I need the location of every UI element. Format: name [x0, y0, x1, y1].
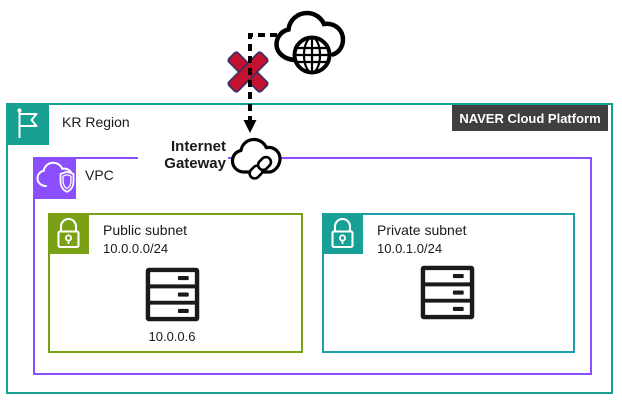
- padlock-icon: [331, 218, 354, 249]
- internet-icon: [274, 10, 346, 75]
- region-flag-tile: [6, 103, 49, 145]
- globe-icon: [292, 35, 332, 75]
- link-icon: [248, 155, 273, 180]
- region-label: KR Region: [62, 114, 130, 130]
- server-rack-icon: [145, 267, 200, 322]
- vpc-label: VPC: [85, 167, 114, 183]
- internet-gateway-icon: [230, 137, 282, 180]
- flag-icon: [17, 108, 38, 138]
- red-x-icon: [227, 51, 269, 93]
- region-container: [6, 103, 613, 394]
- subnet-cidr: 10.0.0.0/24: [103, 241, 169, 256]
- platform-badge: NAVER Cloud Platform: [452, 105, 608, 131]
- public-subnet-tile: [48, 213, 89, 254]
- cloud-shield-icon: [36, 161, 75, 193]
- padlock-icon: [57, 218, 80, 249]
- internet-gateway-label: Internet Gateway: [138, 137, 228, 174]
- subnet-title: Public subnet: [103, 222, 188, 238]
- subnet-cidr: 10.0.1.0/24: [377, 241, 443, 256]
- server-ip-label: 10.0.0.6: [148, 329, 196, 344]
- server-rack-icon: [420, 265, 475, 320]
- vpc-tile: [33, 157, 76, 199]
- private-subnet-tile: [322, 213, 363, 254]
- vpc-container: [33, 157, 592, 375]
- subnet-title: Private subnet: [377, 222, 467, 238]
